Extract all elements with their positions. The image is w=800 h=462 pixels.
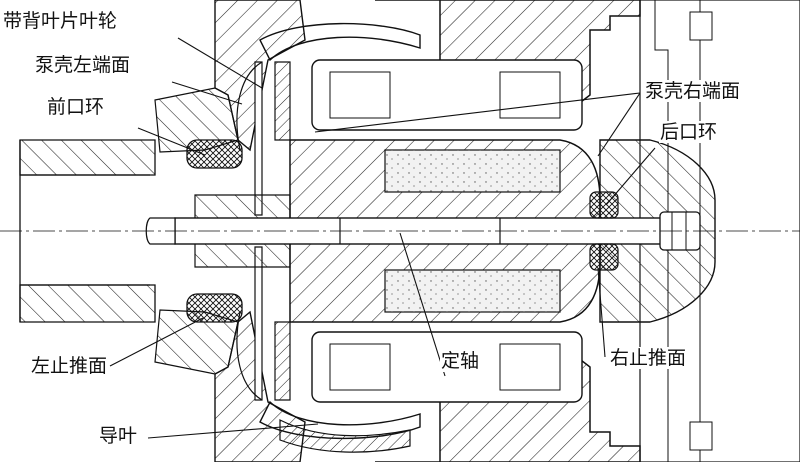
leader-lines [109, 37, 656, 439]
fixed-shaft-body [0, 211, 800, 251]
label-rear-ring: 后口环 [659, 121, 719, 143]
inlet-pipe [19, 139, 156, 323]
label-pump-right-face: 泵壳右端面 [644, 80, 742, 102]
impeller [236, 22, 421, 440]
label-front-ring: 前口环 [46, 96, 106, 118]
label-impeller: 带背叶片叶轮 [2, 10, 119, 32]
guide-vane-shape [279, 419, 411, 453]
label-left-thrust: 左止推面 [30, 355, 109, 377]
label-pump-left-face: 泵壳左端面 [34, 54, 132, 76]
wear-rings [186, 139, 619, 323]
label-fixed-shaft: 定轴 [440, 350, 481, 372]
label-guide-vane: 导叶 [98, 425, 139, 447]
magnets [384, 149, 561, 313]
label-right-thrust: 右止推面 [609, 347, 688, 369]
